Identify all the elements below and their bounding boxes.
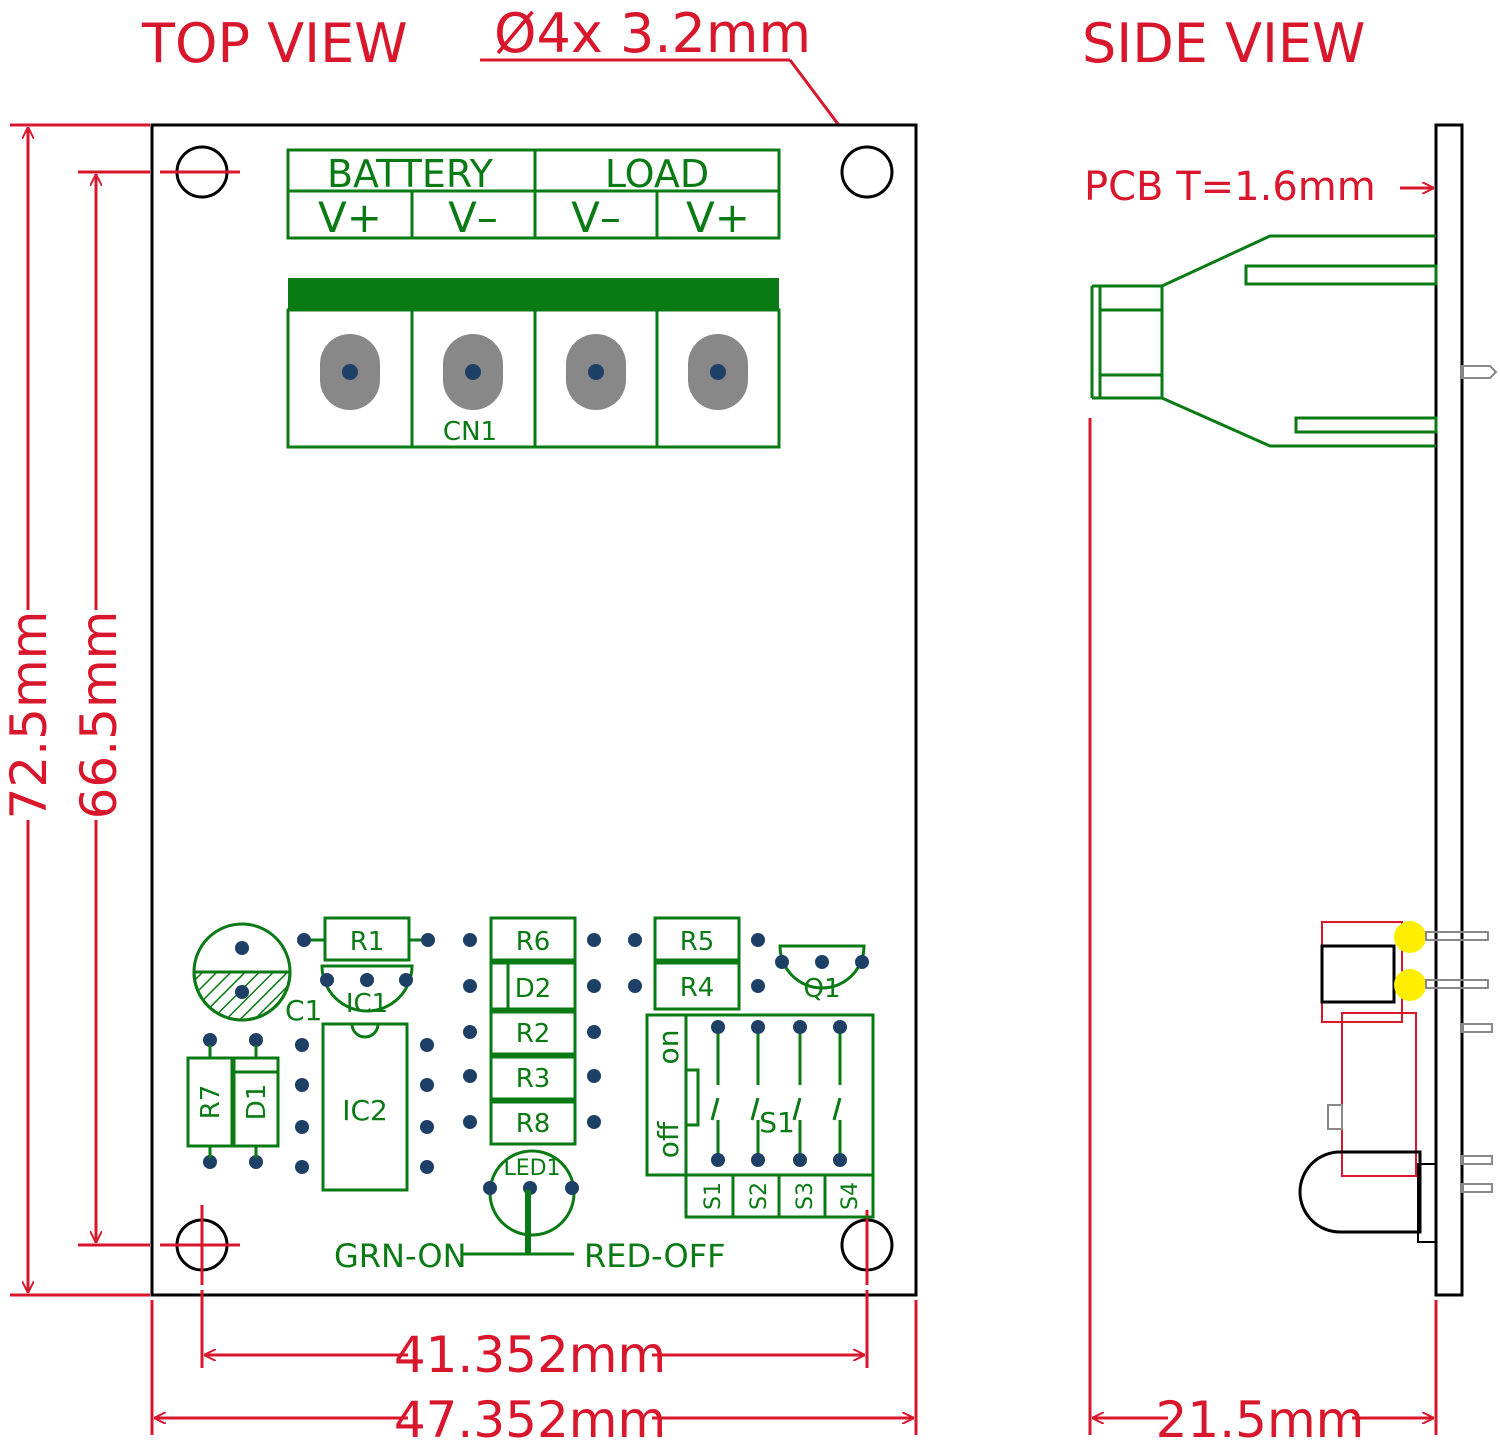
right-resistor-pads: [628, 933, 765, 993]
switch-on-label: on: [652, 1030, 685, 1065]
dim-outer-height: 72.5mm: [0, 611, 58, 820]
side-led-yellow-2: [1394, 969, 1426, 1001]
r4-label: R4: [680, 973, 715, 1003]
s1-label: S1: [759, 1106, 795, 1139]
ic1-label: IC1: [346, 989, 388, 1019]
q1-label: Q1: [803, 974, 840, 1004]
d1-label: D1: [242, 1084, 272, 1121]
dip-switch-s1: [645, 1013, 875, 1219]
battery-label: BATTERY: [327, 152, 494, 196]
pin-label-2: V–: [448, 193, 498, 242]
resistor-r3: [489, 1055, 577, 1101]
right-resistors: [653, 916, 741, 1011]
d2-label: D2: [515, 974, 552, 1004]
pcb-thickness-callout: PCB T=1.6mm: [1084, 164, 1376, 210]
pin-label-3: V–: [571, 193, 621, 242]
middle-column-parts: [489, 916, 577, 1146]
resistor-r5: [653, 916, 741, 962]
switch-pos-1: S1: [701, 1182, 726, 1210]
led1-footprint: [462, 1149, 579, 1256]
hole-callout: Ø4x 3.2mm: [494, 2, 811, 65]
dimension-lines-side-view: [1088, 418, 1438, 1435]
side-terminal-pin: [1461, 365, 1498, 379]
side-components: [1298, 921, 1437, 1243]
resistor-r6: [489, 916, 577, 962]
r2-label: R2: [516, 1019, 551, 1049]
switch-pos-3: S3: [793, 1182, 818, 1210]
capacitor-c1: [192, 922, 292, 1022]
resistor-r4: [653, 961, 741, 1011]
middle-column-pads: [463, 933, 601, 1129]
switch-pos-4: S4: [838, 1182, 863, 1210]
dip-switch-pads: [711, 1020, 847, 1167]
top-view-title: TOP VIEW: [141, 12, 408, 75]
r6-label: R6: [516, 927, 551, 957]
led1-label: LED1: [503, 1156, 560, 1181]
led-green-label: GRN-ON: [334, 1237, 467, 1275]
switch-pos-2: S2: [747, 1182, 772, 1210]
pcb-outline-side: [1434, 123, 1464, 1297]
dim-outer-width: 47.352mm: [394, 1391, 666, 1445]
dim-side-depth: 21.5mm: [1156, 1391, 1365, 1445]
hole-centerlines: [160, 170, 869, 1285]
terminal-block-cn1: [286, 278, 781, 449]
r5-label: R5: [680, 927, 715, 957]
resistor-r1: [297, 916, 435, 962]
r1-label: R1: [350, 927, 385, 957]
dimension-lines-top-view: [10, 123, 918, 1435]
r3-label: R3: [516, 1064, 551, 1094]
load-label: LOAD: [605, 152, 709, 196]
led-red-label: RED-OFF: [584, 1237, 726, 1275]
side-led-yellow-1: [1394, 921, 1426, 953]
resistor-r8: [489, 1100, 577, 1146]
dim-hole-pitch-height: 66.5mm: [70, 611, 128, 820]
diode-d1: [232, 1033, 280, 1169]
pin-label-1: V+: [318, 193, 382, 242]
transistor-q1: [775, 944, 869, 990]
side-component-pins: [1425, 931, 1493, 1193]
ic2-label: IC2: [342, 1094, 388, 1127]
pin-label-4: V+: [686, 193, 750, 242]
mounting-hole-tr: [840, 145, 894, 199]
resistor-r2: [489, 1010, 577, 1056]
switch-off-label: off: [652, 1121, 685, 1158]
r8-label: R8: [516, 1109, 551, 1139]
terminal-label-table: [286, 148, 781, 240]
dim-hole-pitch-width: 41.352mm: [394, 1326, 666, 1384]
r7-label: R7: [196, 1085, 226, 1120]
diode-d2: [489, 961, 577, 1011]
ic2-dip: [295, 1022, 434, 1192]
resistor-r7: [186, 1033, 234, 1169]
side-view-title: SIDE VIEW: [1082, 12, 1365, 75]
regulator-ic1: [320, 964, 414, 1013]
side-terminal-block: [1090, 234, 1438, 448]
cn1-label: CN1: [443, 417, 497, 447]
c1-label: C1: [285, 994, 322, 1027]
